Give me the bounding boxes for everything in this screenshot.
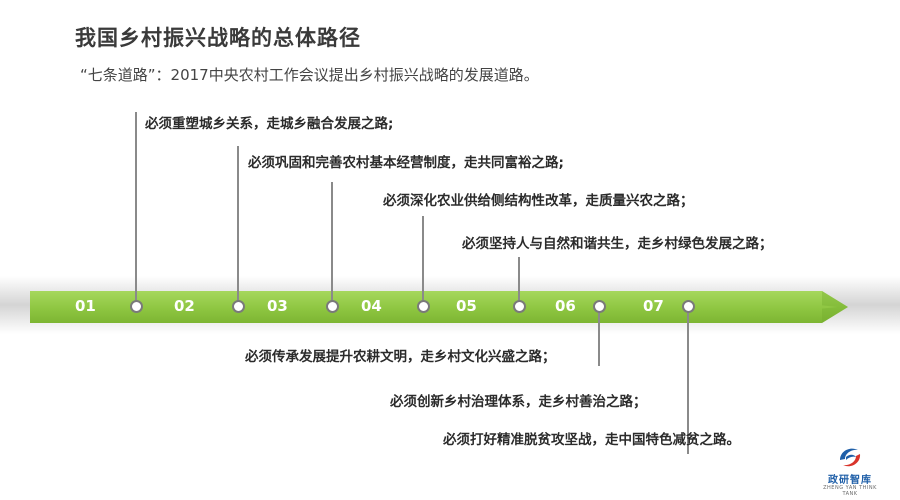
- step-number-04: 04: [361, 297, 382, 315]
- timeline-node-3: [326, 300, 339, 313]
- connector-line-5: [518, 257, 520, 302]
- road-label-5: 必须传承发展提升农耕文明，走乡村文化兴盛之路；: [245, 349, 556, 365]
- connector-line-6: [598, 308, 600, 366]
- step-number-06: 06: [555, 297, 576, 315]
- connector-line-3: [331, 182, 333, 302]
- logo-name: 政研智库: [828, 475, 872, 486]
- step-number-07: 07: [643, 297, 664, 315]
- timeline-arrow: [30, 291, 848, 323]
- timeline-node-7: [682, 300, 695, 313]
- road-label-4: 必须坚持人与自然和谐共生，走乡村绿色发展之路；: [462, 236, 773, 252]
- step-number-03: 03: [267, 297, 288, 315]
- logo-subtitle: ZHENG YAN THINK TANK: [823, 485, 877, 497]
- step-number-01: 01: [75, 297, 96, 315]
- timeline-node-4: [417, 300, 430, 313]
- logo-swirl-icon: [840, 448, 861, 467]
- timeline-node-2: [232, 300, 245, 313]
- timeline-node-6: [593, 300, 606, 313]
- brand-logo: 政研智库 ZHENG YAN THINK TANK: [818, 444, 882, 497]
- road-label-3: 必须深化农业供给侧结构性改革，走质量兴农之路；: [383, 193, 694, 209]
- page-subtitle: “七条道路”：2017中央农村工作会议提出乡村振兴战略的发展道路。: [80, 66, 539, 84]
- road-label-1: 必须重塑城乡关系，走城乡融合发展之路;: [145, 116, 394, 132]
- connector-line-4: [422, 216, 424, 302]
- timeline-node-5: [513, 300, 526, 313]
- road-label-2: 必须巩固和完善农村基本经营制度，走共同富裕之路;: [248, 155, 564, 171]
- connector-line-1: [135, 112, 137, 302]
- connector-line-2: [237, 146, 239, 302]
- timeline-node-1: [130, 300, 143, 313]
- step-number-05: 05: [456, 297, 477, 315]
- road-label-6: 必须创新乡村治理体系，走乡村善治之路；: [390, 394, 647, 410]
- step-number-02: 02: [174, 297, 195, 315]
- connector-line-7: [687, 308, 689, 454]
- road-label-7: 必须打好精准脱贫攻坚战，走中国特色减贫之路。: [443, 432, 740, 448]
- page-title: 我国乡村振兴战略的总体路径: [75, 26, 361, 50]
